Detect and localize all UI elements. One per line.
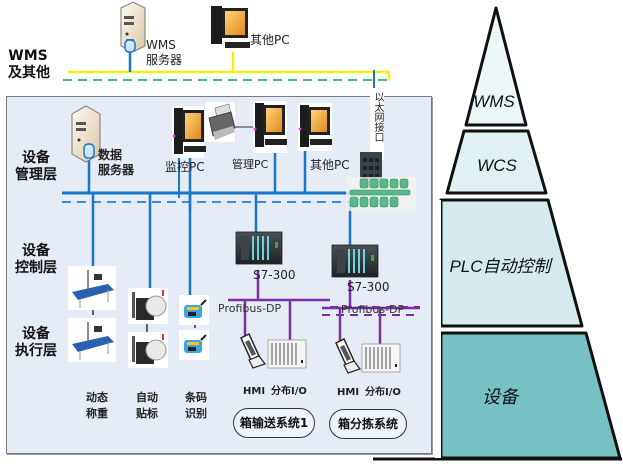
plc-s7-300-icon	[235, 231, 283, 265]
wms-server-label: WMS 服务器	[146, 38, 183, 67]
io-label-2: 分布I/O	[365, 387, 401, 398]
layer-label-wms: WMS 及其他	[8, 48, 50, 81]
ethernet-port-label-bg	[370, 88, 384, 160]
wms-other-pc-label: 其他PC	[250, 33, 290, 47]
monitor-pc-label: 监控PC	[165, 160, 205, 174]
layer-label-execution: 设备 执行层	[15, 326, 57, 359]
io-label-1: 分布I/O	[271, 386, 307, 397]
hmi-terminal-icon	[240, 332, 266, 369]
plc2-label: S7-300	[347, 280, 390, 294]
dynamic-weighing-conveyor-icon	[68, 318, 116, 362]
distributed-io-icon	[267, 339, 307, 369]
hmi-label-1: HMI	[243, 386, 266, 397]
wms-server-icon	[120, 1, 146, 53]
monitor-pc-icon	[172, 106, 206, 158]
pyramid-label-equipment: 设备	[482, 387, 520, 407]
management-other-pc-icon	[298, 103, 332, 151]
hmi-label-2: HMI	[337, 387, 360, 398]
device-label-barcode: 条码 识别	[185, 391, 207, 420]
manage-pc-icon	[253, 101, 287, 153]
ethernet-port-label: 以太网接口	[372, 92, 383, 142]
auto-labeler-icon	[128, 288, 168, 324]
system-badge-sorting: 箱分拣系统	[329, 409, 407, 439]
other-pc-icon	[211, 6, 250, 48]
auto-labeler-icon	[128, 332, 168, 368]
plc1-label: S7-300	[253, 268, 296, 282]
layer-label-management: 设备 管理层	[15, 150, 57, 183]
barcode-scanner-icon	[179, 295, 209, 325]
pyramid-level-wcs	[445, 129, 548, 195]
system-badge-conveyor: 箱输送系统1	[233, 408, 315, 438]
pyramid-label-wms: WMS	[473, 92, 515, 111]
data-server-label: 数据 服务器	[98, 148, 135, 177]
plc-s7-300-icon	[331, 244, 379, 278]
distributed-io-icon	[361, 343, 401, 373]
device-label-labeler: 自动 贴标	[136, 391, 158, 420]
pyramid-label-plc: PLC自动控制	[449, 257, 553, 276]
dynamic-weighing-conveyor-icon	[68, 266, 116, 310]
layer-label-control: 设备 控制层	[15, 243, 57, 276]
device-label-weighing: 动态 称重	[86, 391, 108, 420]
pyramid-level-wms	[464, 6, 528, 127]
printer-icon	[205, 102, 236, 142]
manage-pc-label: 管理PC	[232, 158, 269, 171]
barcode-scanner-icon	[179, 330, 209, 360]
profinet-logo-icon	[346, 177, 416, 211]
profibus2-label: Profibus-DP	[341, 303, 405, 316]
data-server-icon	[71, 105, 101, 163]
pyramid-label-wcs: WCS	[477, 156, 517, 175]
profibus1-label: Profibus-DP	[218, 302, 282, 315]
management-other-pc-label: 其他PC	[310, 158, 350, 172]
hmi-terminal-icon	[335, 337, 361, 374]
